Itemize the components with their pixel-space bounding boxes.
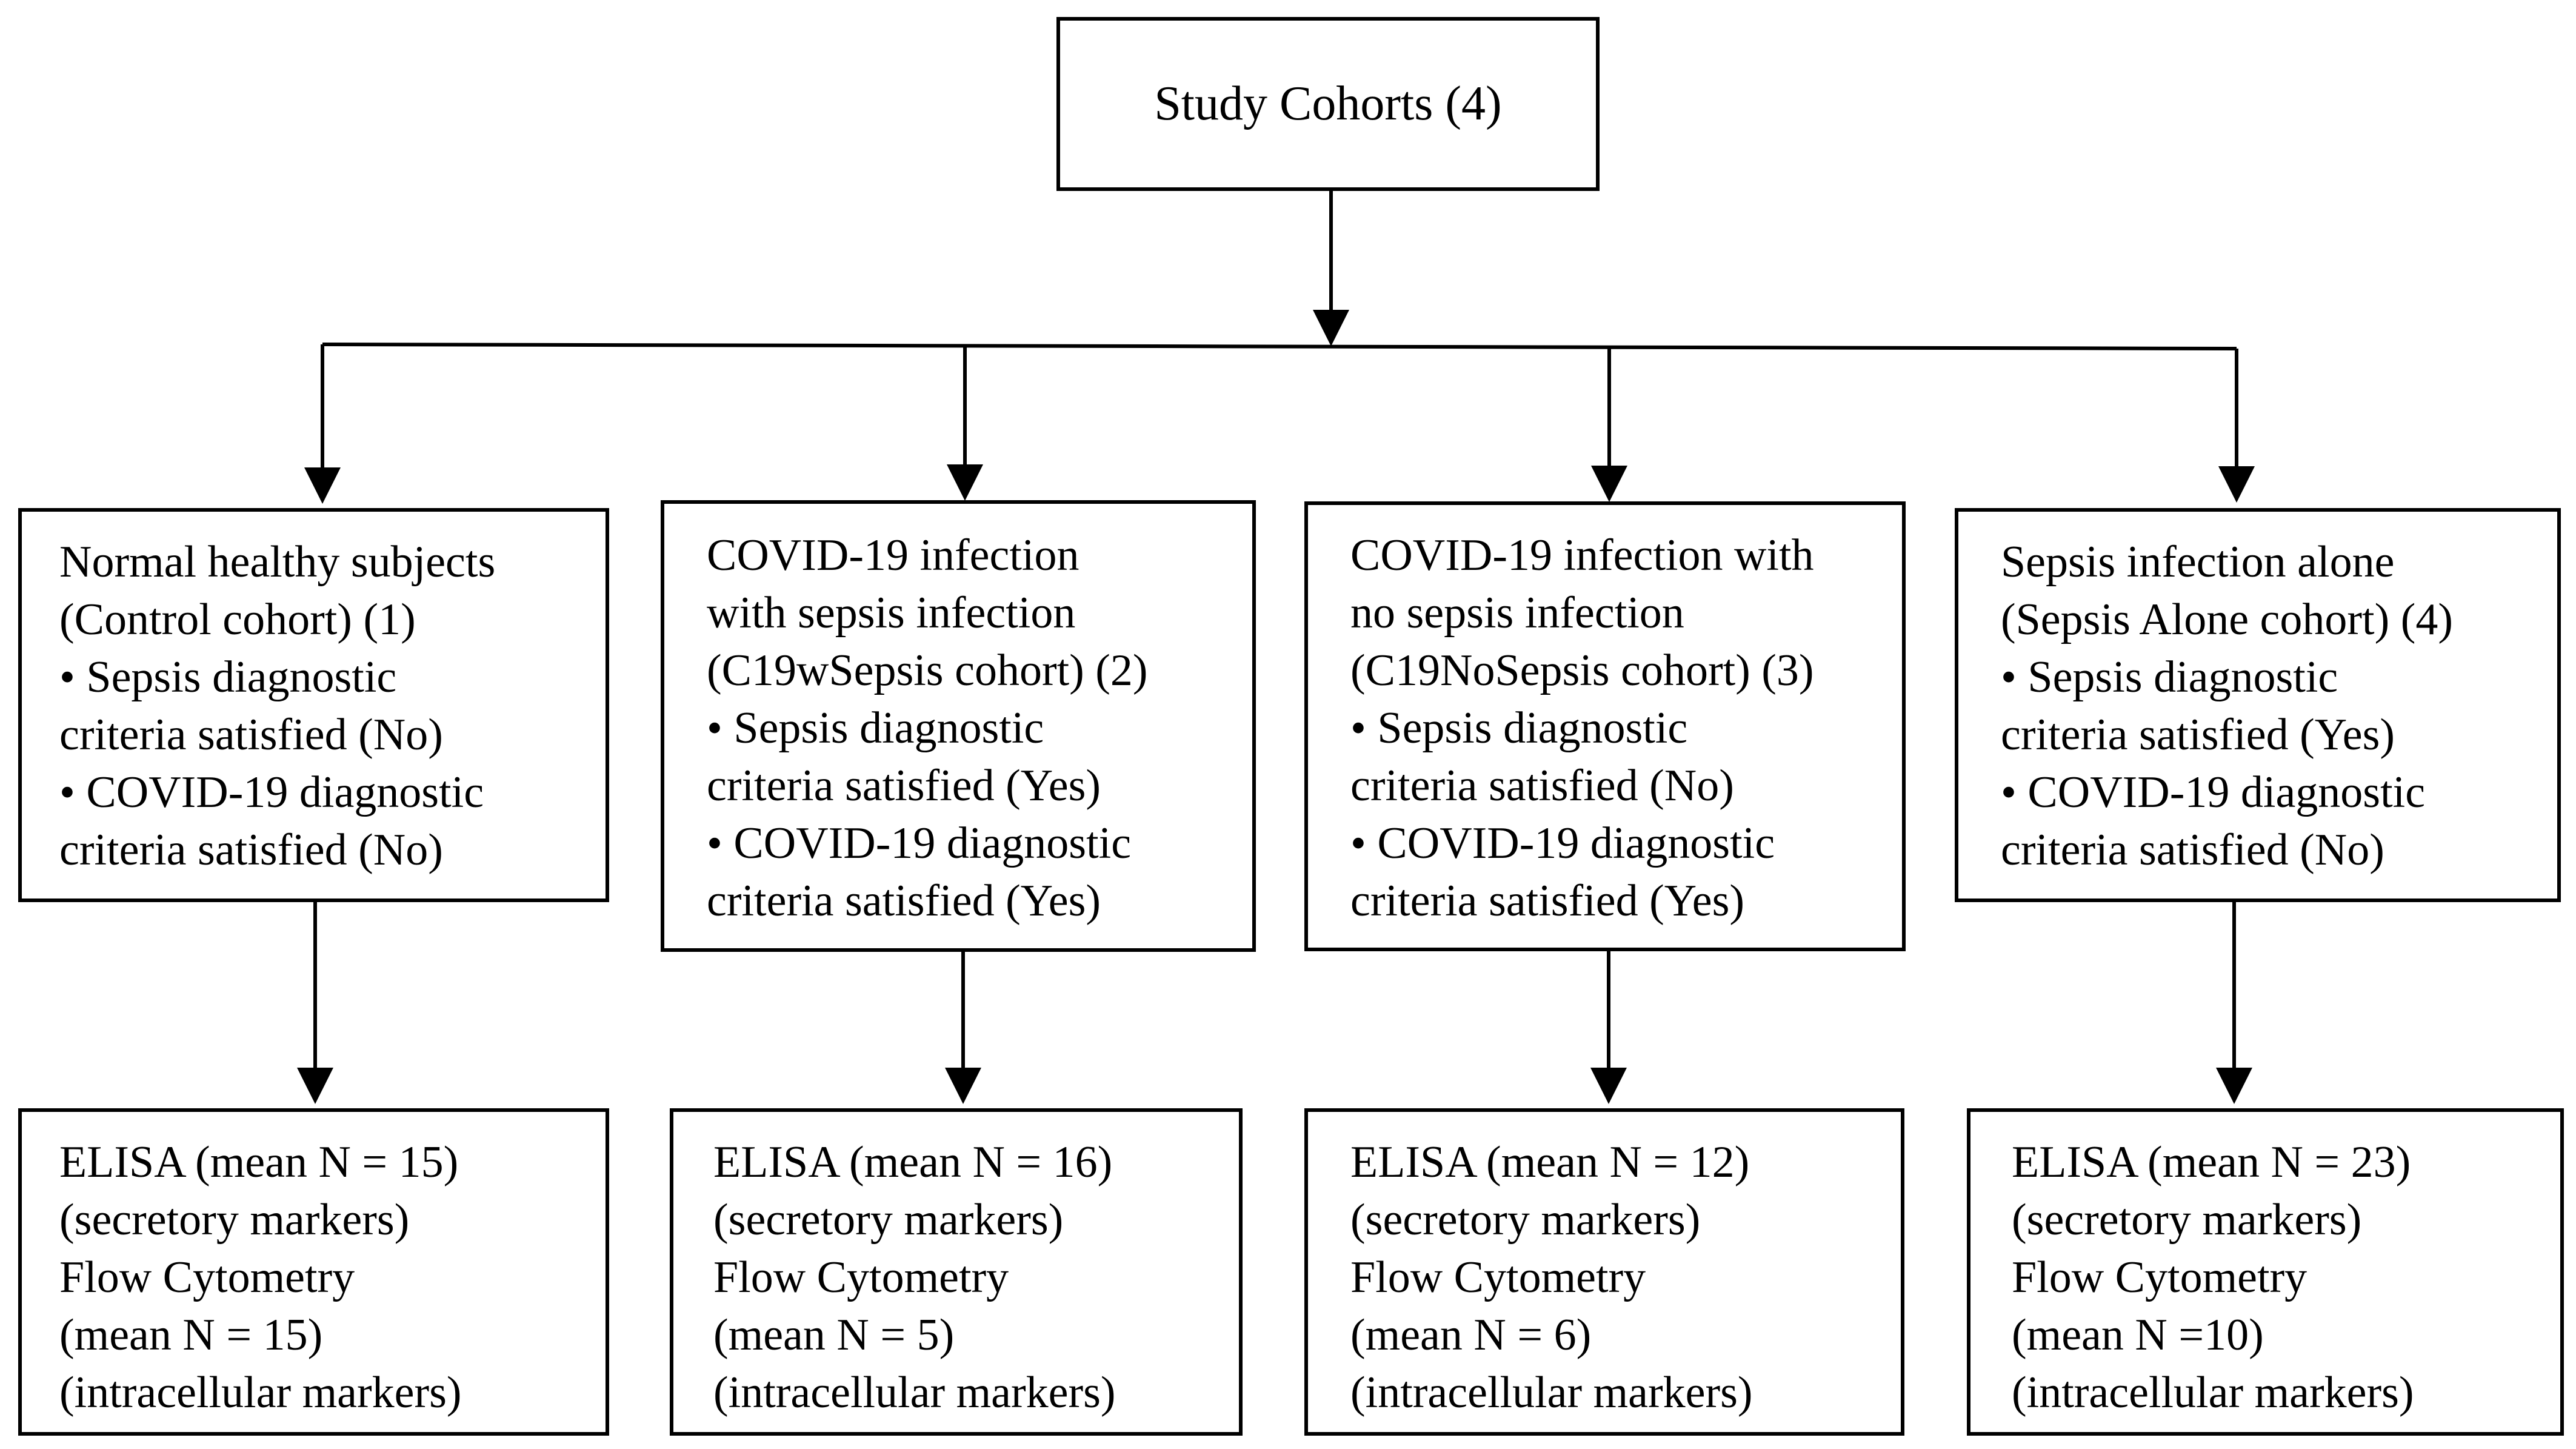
cohort-box-c19nosepsis: COVID-19 infection with no sepsis infect… — [1304, 501, 1906, 951]
assay-3-line-3: Flow Cytometry — [1350, 1253, 1646, 1302]
cohort-1-line-5: COVID-19 diagnostic — [59, 764, 495, 822]
cohort-box-c19wsepsis: COVID-19 infection with sepsis infection… — [661, 500, 1256, 952]
cohort-4-line-6: criteria satisfied (No) — [2001, 825, 2384, 875]
assay-1-line-5: (intracellular markers) — [59, 1368, 462, 1417]
cohort-1-line-1: Normal healthy subjects — [59, 537, 496, 587]
cohort-3-line-1: COVID-19 infection with — [1350, 530, 1814, 580]
title-text: Study Cohorts (4) — [1154, 77, 1502, 130]
assay-1-line-1: ELISA (mean N = 15) — [59, 1137, 459, 1187]
assay-2-line-4: (mean N = 5) — [713, 1310, 955, 1360]
cohort-3-line-6: COVID-19 diagnostic — [1350, 815, 1814, 872]
assay-1-line-2: (secretory markers) — [59, 1195, 410, 1245]
cohort-2-line-1: COVID-19 infection — [707, 530, 1079, 580]
cohort-3-line-7: criteria satisfied (Yes) — [1350, 876, 1745, 926]
cohort-4-line-4: criteria satisfied (Yes) — [2001, 710, 2395, 760]
assay-3-line-5: (intracellular markers) — [1350, 1368, 1753, 1417]
assay-3-line-4: (mean N = 6) — [1350, 1310, 1592, 1360]
cohort-box-control: Normal healthy subjects (Control cohort)… — [18, 508, 609, 902]
cohort-2-line-7: criteria satisfied (Yes) — [707, 876, 1101, 926]
assay-2-line-1: ELISA (mean N = 16) — [713, 1137, 1113, 1187]
cohort-1-line-6: criteria satisfied (No) — [59, 825, 443, 875]
assay-box-control: ELISA (mean N = 15) (secretory markers) … — [18, 1108, 609, 1436]
cohort-2-line-5: criteria satisfied (Yes) — [707, 761, 1101, 811]
cohort-2-line-3: (C19wSepsis cohort) (2) — [707, 646, 1148, 695]
assay-3-line-1: ELISA (mean N = 12) — [1350, 1137, 1750, 1187]
assay-3-line-2: (secretory markers) — [1350, 1195, 1701, 1245]
branch-bus-line — [322, 343, 2237, 350]
assay-4-line-1: ELISA (mean N = 23) — [2012, 1137, 2411, 1187]
cohort-1-line-4: criteria satisfied (No) — [59, 710, 443, 760]
cohort-2-line-2: with sepsis infection — [707, 588, 1076, 638]
assay-4-line-3: Flow Cytometry — [2012, 1253, 2307, 1302]
assay-2-line-5: (intracellular markers) — [713, 1368, 1116, 1417]
cohort-3-line-2: no sepsis infection — [1350, 588, 1684, 638]
assay-4-line-2: (secretory markers) — [2012, 1195, 2362, 1245]
cohort-4-line-1: Sepsis infection alone — [2001, 537, 2395, 587]
cohort-3-line-4: Sepsis diagnostic — [1350, 700, 1814, 757]
assay-4-line-4: (mean N =10) — [2012, 1310, 2264, 1360]
cohort-box-sepsis-alone: Sepsis infection alone (Sepsis Alone coh… — [1955, 508, 2561, 902]
assay-4-line-5: (intracellular markers) — [2012, 1368, 2414, 1417]
cohort-2-line-6: COVID-19 diagnostic — [707, 815, 1148, 872]
cohort-3-line-5: criteria satisfied (No) — [1350, 761, 1734, 811]
assay-box-c19wsepsis: ELISA (mean N = 16) (secretory markers) … — [670, 1108, 1243, 1436]
cohort-1-line-2: (Control cohort) (1) — [59, 595, 416, 644]
cohort-3-line-3: (C19NoSepsis cohort) (3) — [1350, 646, 1814, 695]
cohort-1-line-3: Sepsis diagnostic — [59, 649, 495, 706]
assay-1-line-3: Flow Cytometry — [59, 1253, 355, 1302]
cohort-4-line-5: COVID-19 diagnostic — [2001, 764, 2453, 822]
assay-1-line-4: (mean N = 15) — [59, 1310, 323, 1360]
cohort-4-line-3: Sepsis diagnostic — [2001, 649, 2453, 706]
title-box: Study Cohorts (4) — [1056, 17, 1600, 191]
assay-2-line-2: (secretory markers) — [713, 1195, 1064, 1245]
assay-box-c19nosepsis: ELISA (mean N = 12) (secretory markers) … — [1304, 1108, 1904, 1436]
cohort-4-line-2: (Sepsis Alone cohort) (4) — [2001, 595, 2454, 644]
assay-2-line-3: Flow Cytometry — [713, 1253, 1009, 1302]
cohort-2-line-4: Sepsis diagnostic — [707, 700, 1148, 757]
assay-box-sepsis-alone: ELISA (mean N = 23) (secretory markers) … — [1967, 1108, 2564, 1436]
